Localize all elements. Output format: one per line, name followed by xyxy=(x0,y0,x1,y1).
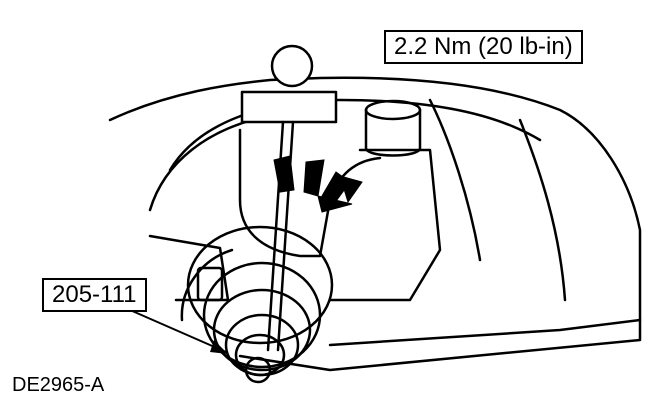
housing-inner-arc xyxy=(168,98,542,172)
wrench-knob xyxy=(270,44,314,88)
figure-id-label: DE2965-A xyxy=(12,374,105,396)
housing-inner-arc-2 xyxy=(148,116,262,212)
body-right-face xyxy=(328,148,442,302)
tool-ring-5 xyxy=(234,333,286,377)
body-block xyxy=(238,128,382,258)
cylinder-boss xyxy=(364,108,422,157)
torque-spec-callout: 2.2 Nm (20 lb-in) xyxy=(384,30,583,64)
tool-ring-2 xyxy=(202,261,322,369)
tool-bracket xyxy=(180,248,234,322)
tool-center xyxy=(244,356,272,384)
wrench-head xyxy=(240,90,338,124)
tool-leader-line xyxy=(129,309,227,353)
tool-leader-arrow xyxy=(210,340,228,354)
housing-slot xyxy=(196,266,224,302)
housing-rib-2 xyxy=(518,118,567,302)
housing-rib xyxy=(428,98,482,262)
housing-bottom-ledge xyxy=(328,318,642,347)
tool-ring-3 xyxy=(212,288,312,372)
cylinder-top xyxy=(364,99,422,121)
tool-number-callout: 205-111 xyxy=(42,278,147,312)
housing-outline xyxy=(108,76,642,372)
rotation-arrow xyxy=(273,155,363,213)
tool-ring-outer xyxy=(186,225,334,345)
